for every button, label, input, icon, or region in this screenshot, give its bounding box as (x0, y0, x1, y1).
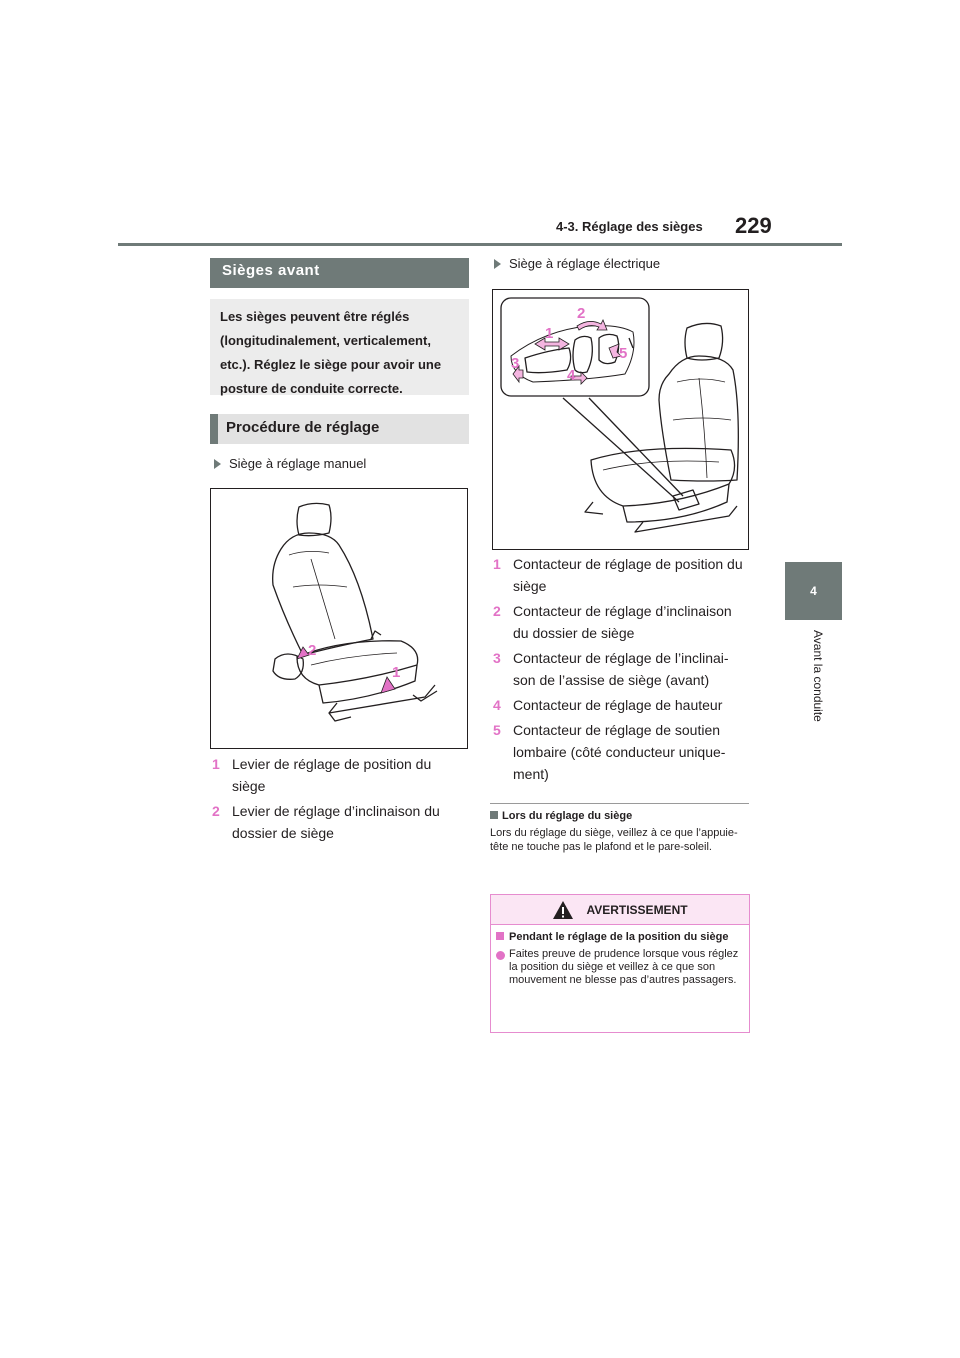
square-bullet-icon (490, 811, 498, 819)
manual-seat-illustration: 2 1 (272, 502, 438, 722)
chapter-tab-number: 4 (810, 584, 817, 598)
note-title: Lors du réglage du siège (490, 810, 632, 822)
manual-heading: Siège à réglage manuel (214, 456, 366, 471)
intro-box: Les sièges peuvent être réglés (longitud… (210, 299, 469, 396)
warning-box: AVERTISSEMENT Pendant le réglage de la p… (490, 894, 750, 1033)
electric-seat-illustration: 1 2 3 4 5 (500, 297, 739, 533)
section-header: 4-3. Réglage des sièges (556, 219, 703, 234)
warning-heading: AVERTISSEMENT (586, 902, 688, 917)
manual-callout-2: 2 (308, 642, 316, 659)
manual-seat-figure: 2 1 (210, 488, 468, 749)
warning-header: AVERTISSEMENT (491, 895, 749, 925)
electric-callout-4: 4 (567, 367, 576, 384)
circle-bullet-icon (496, 951, 505, 960)
warning-subheading: Pendant le réglage de la position du siè… (491, 925, 749, 944)
chapter-tab-label: Avant la conduite (811, 630, 825, 722)
electric-callout-3: 3 (511, 355, 519, 372)
note-body: Lors du réglage du siège, veillez à ce q… (490, 827, 738, 853)
header-rule (118, 243, 842, 246)
electric-seat-figure: 1 2 3 4 5 (492, 289, 749, 550)
procedure-title: Procédure de réglage (210, 414, 469, 444)
square-bullet-icon (496, 932, 504, 940)
electric-heading-text: Siège à réglage électrique (509, 256, 661, 271)
triangle-bullet-icon (214, 459, 221, 469)
electric-heading: Siège à réglage électrique (494, 256, 660, 271)
chapter-tab: 4 (785, 562, 842, 620)
warning-triangle-icon (553, 900, 574, 919)
manual-heading-text: Siège à réglage manuel (229, 456, 367, 471)
note-divider (490, 803, 749, 804)
intro-text: Les sièges peuvent être réglés (longitud… (220, 309, 442, 396)
triangle-bullet-icon (494, 259, 501, 269)
manual-callout-1: 1 (392, 664, 400, 681)
electric-callout-2: 2 (577, 305, 585, 322)
electric-callout-1: 1 (545, 325, 553, 342)
electric-callout-5: 5 (619, 345, 627, 362)
page-number: 229 (735, 213, 772, 238)
warning-text: Faites preuve de prudence lorsque vous r… (491, 944, 749, 987)
section-title: Sièges avant (210, 258, 469, 288)
